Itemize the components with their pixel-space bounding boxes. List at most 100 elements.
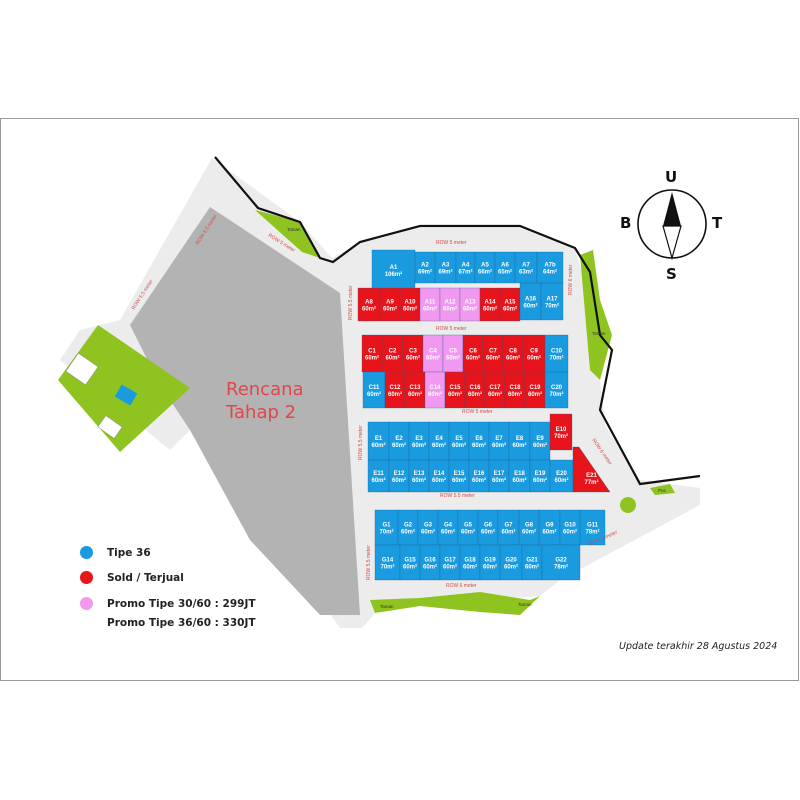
taman-label: Taman — [592, 331, 606, 336]
road-label-row55-a: ROW 5.5 meter — [348, 285, 354, 320]
lot-area-label: 60m² — [525, 564, 539, 571]
lot-area-label: 77m² — [584, 479, 598, 486]
lot-area-label: 60m² — [421, 529, 435, 536]
road-label-row55-g: ROW 5.5 meter — [366, 545, 372, 580]
lot-id-label: C6 — [469, 349, 477, 355]
lot-area-label: 60m² — [463, 564, 477, 571]
roundabout-park — [620, 497, 636, 513]
lot-a1[interactable] — [371, 249, 416, 291]
lot-id-label: G21 — [526, 558, 538, 564]
lot-id-label: G17 — [444, 558, 456, 564]
legend-label: Sold / Terjual — [107, 571, 184, 584]
lot-area-label: 60m² — [408, 391, 422, 398]
lot-id-label: C20 — [551, 385, 563, 391]
lot-id-label: C13 — [409, 385, 421, 391]
lot-area-label: 78m² — [585, 529, 599, 536]
red-dot-icon — [80, 571, 93, 584]
lot-a17[interactable] — [540, 282, 564, 321]
lot-id-label: E8 — [516, 436, 524, 442]
lot-area-label: 70m² — [549, 355, 563, 362]
lot-area-label: 66m² — [478, 269, 492, 276]
lot-id-label: G3 — [424, 523, 433, 529]
lot-id-label: C17 — [489, 385, 501, 391]
lot-id-label: C2 — [389, 349, 397, 355]
lot-area-label: 60m² — [512, 477, 526, 484]
lot-area-label: 60m² — [401, 529, 415, 536]
lot-id-label: A17 — [546, 297, 558, 303]
lot-id-label: G15 — [404, 558, 416, 564]
lot-id-label: E12 — [394, 471, 405, 477]
lot-area-label: 60m² — [504, 564, 518, 571]
lot-id-label: C7 — [489, 349, 497, 355]
legend-item-promo-36: Promo Tipe 36/60 : 330JT — [107, 617, 256, 629]
lot-area-label: 70m² — [554, 433, 568, 440]
lot-area-label: 60m² — [508, 391, 522, 398]
lot-id-label: E17 — [494, 471, 505, 477]
lot-g11[interactable] — [579, 509, 606, 546]
lot-area-label: 60m² — [392, 477, 406, 484]
lot-area-label: 60m² — [412, 442, 426, 449]
lot-id-label: A10 — [404, 300, 416, 306]
road-label-row6-g: ROW 6 meter — [446, 583, 477, 589]
lot-area-label: 60m² — [383, 306, 397, 313]
lot-area-label: 60m² — [423, 306, 437, 313]
lot-a7b[interactable] — [536, 251, 564, 284]
lot-area-label: 67m² — [458, 269, 472, 276]
lot-c20[interactable] — [544, 371, 569, 409]
lot-id-label: G10 — [564, 523, 576, 529]
lot-id-label: E5 — [455, 436, 463, 442]
lot-area-label: 60m² — [403, 306, 417, 313]
map-frame — [0, 118, 799, 681]
lot-area-label: 60m² — [412, 477, 426, 484]
lot-area-label: 60m² — [563, 529, 577, 536]
lots-layer: A1106m²A269m²A369m²A467m²A566m²A665m²A76… — [357, 249, 611, 581]
update-note: Update terakhir 28 Agustus 2024 — [619, 641, 778, 652]
lot-id-label: C1 — [368, 349, 376, 355]
lot-area-label: 70m² — [379, 529, 393, 536]
park-taman-south — [370, 592, 540, 615]
park-taman-north — [255, 210, 320, 258]
legend-label: Promo Tipe 30/60 : 299JT — [107, 597, 256, 610]
rencana-tahap-2-area — [130, 207, 360, 615]
lot-id-label: C12 — [389, 385, 401, 391]
lot-id-label: C19 — [529, 385, 541, 391]
pool — [114, 384, 138, 406]
taman-label: Taman — [380, 604, 394, 609]
lot-id-label: E6 — [475, 436, 483, 442]
lot-id-label: E11 — [373, 471, 384, 477]
lot-id-label: E13 — [414, 471, 425, 477]
lot-area-label: 60m² — [406, 355, 420, 362]
lot-id-label: C5 — [449, 349, 457, 355]
lot-g22[interactable] — [541, 544, 581, 581]
lot-area-label: 60m² — [443, 306, 457, 313]
lot-id-label: A4 — [462, 263, 470, 269]
lot-id-label: C9 — [530, 349, 538, 355]
lot-area-label: 70m² — [545, 303, 559, 310]
lot-area-label: 60m² — [486, 355, 500, 362]
lot-area-label: 69m² — [418, 269, 432, 276]
legend-item-promo: Promo Tipe 30/60 : 299JT — [80, 597, 256, 610]
lot-area-label: 60m² — [423, 564, 437, 571]
lot-id-label: E2 — [395, 436, 403, 442]
lot-id-label: E14 — [434, 471, 445, 477]
road-label-row55-e: ROW 5.5 meter — [440, 493, 475, 499]
lot-area-label: 60m² — [523, 303, 537, 310]
lot-area-label: 60m² — [533, 477, 547, 484]
lot-area-label: 60m² — [441, 529, 455, 536]
lot-area-label: 60m² — [492, 477, 506, 484]
lot-e21[interactable] — [572, 446, 611, 493]
lot-id-label: C3 — [409, 349, 417, 355]
compass-west: B — [620, 214, 632, 232]
lot-id-label: A9 — [386, 300, 394, 306]
lot-id-label: G14 — [382, 558, 394, 564]
lot-id-label: C11 — [369, 385, 380, 391]
pos-label: Pos — [658, 488, 667, 493]
lot-id-label: G6 — [484, 523, 493, 529]
lot-e10[interactable] — [549, 413, 573, 451]
road-label-row5-north: ROW 5 meter — [436, 240, 467, 246]
lot-id-label: A8 — [365, 300, 373, 306]
lot-area-label: 60m² — [468, 391, 482, 398]
lot-id-label: G22 — [555, 558, 567, 564]
lot-g14[interactable] — [374, 544, 401, 581]
